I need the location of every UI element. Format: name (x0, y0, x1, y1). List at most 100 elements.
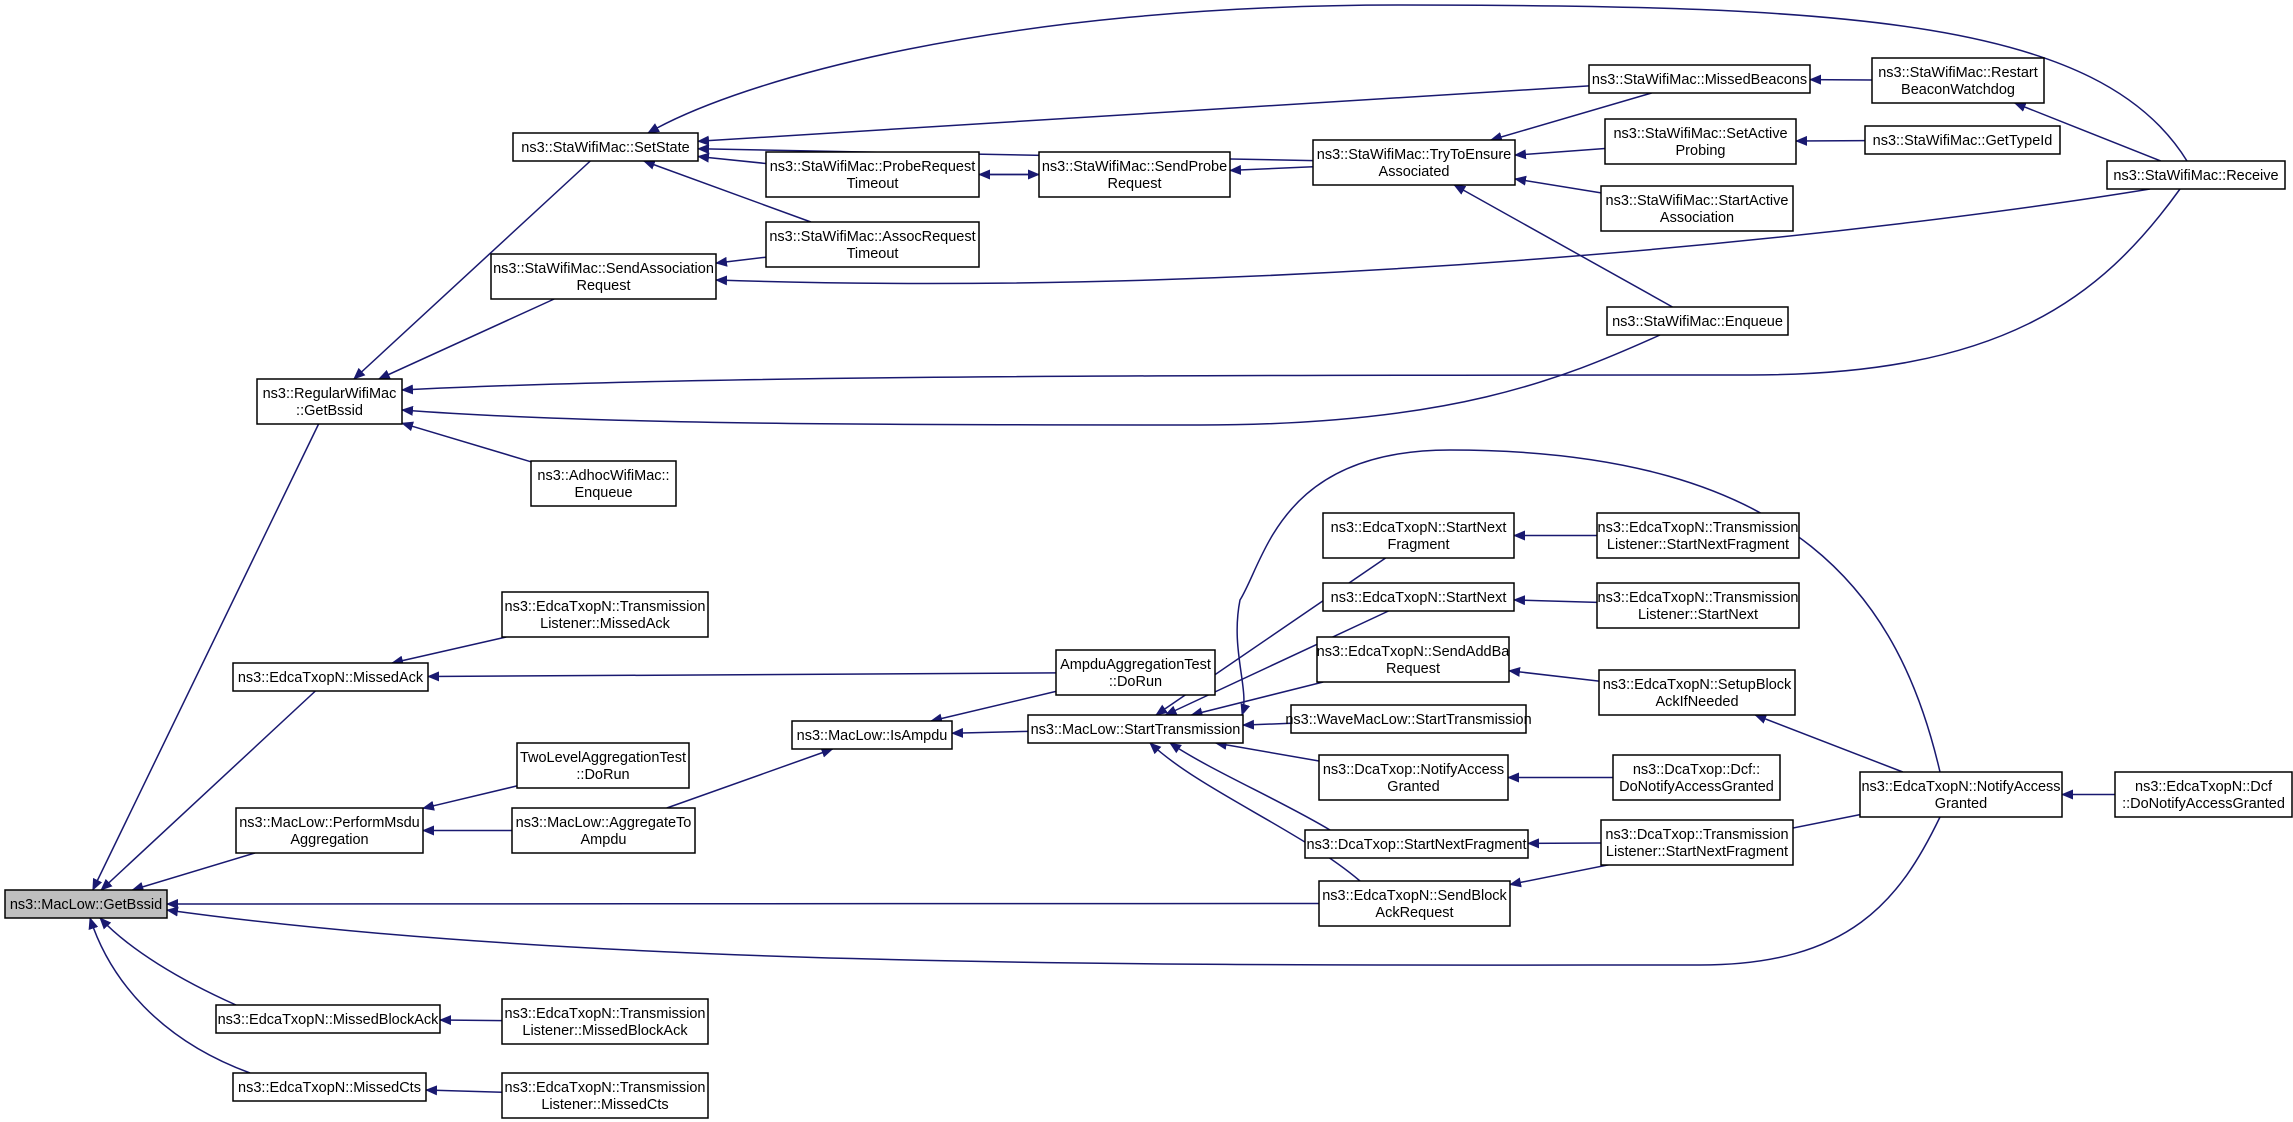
edge-tlMissedCts-to-missedCts (425, 1085, 503, 1096)
node-box (1596, 582, 1800, 629)
node-label: ::DoRun (576, 767, 629, 783)
node-tlStartNextFrag[interactable]: ns3::EdcaTxopN::TransmissionListener::St… (1596, 512, 1800, 559)
node-label: ns3::DcaTxop::NotifyAccess (1323, 762, 1504, 778)
node-box (490, 253, 717, 300)
node-box (1318, 754, 1509, 801)
node-setState[interactable]: ns3::StaWifiMac::SetState (512, 132, 699, 162)
node-label: ns3::EdcaTxopN::Transmission (505, 1080, 706, 1096)
node-edcaNotify[interactable]: ns3::EdcaTxopN::NotifyAccessGranted (1859, 771, 2063, 818)
edge-ampduRun-to-isAmpdu (930, 690, 1057, 724)
node-label: ns3::StaWifiMac::Receive (2113, 168, 2278, 184)
node-missedCts[interactable]: ns3::EdcaTxopN::MissedCts (232, 1072, 427, 1102)
node-tlStartNext[interactable]: ns3::EdcaTxopN::TransmissionListener::St… (1596, 582, 1800, 629)
node-label: Probing (1676, 143, 1726, 159)
node-label: Granted (1935, 796, 1987, 812)
node-startTx[interactable]: ns3::MacLow::StartTransmission (1027, 714, 1244, 744)
node-waveStartTx[interactable]: ns3::WaveMacLow::StartTransmission (1285, 704, 1532, 734)
node-label: ns3::EdcaTxopN::MissedAck (238, 670, 424, 686)
edge-tryEnsure-to-sendProbe (1229, 164, 1314, 175)
node-missedAck[interactable]: ns3::EdcaTxopN::MissedAck (232, 662, 429, 692)
node-box (1612, 754, 1781, 801)
node-label: ns3::EdcaTxopN::MissedBlockAck (218, 1012, 440, 1028)
node-adhocEnqueue[interactable]: ns3::AdhocWifiMac::Enqueue (530, 460, 677, 507)
node-tlMissedAck[interactable]: ns3::EdcaTxopN::TransmissionListener::Mi… (501, 591, 709, 638)
node-label: ns3::WaveMacLow::StartTransmission (1285, 712, 1531, 728)
node-root[interactable]: ns3::MacLow::GetBssid (4, 889, 168, 919)
node-box (256, 378, 403, 425)
node-ampduRun[interactable]: AmpduAggregationTest::DoRun (1055, 649, 1216, 696)
node-startNextFrag[interactable]: ns3::EdcaTxopN::StartNextFragment (1322, 512, 1515, 559)
edge-staEnqueue-to-tryEnsure (1453, 184, 1673, 308)
node-label: ns3::StaWifiMac::SetActive (1613, 126, 1787, 142)
node-layer: ns3::MacLow::GetBssid ns3::RegularWifiMac… (4, 57, 2293, 1119)
node-box (1038, 151, 1231, 198)
node-dcaNotify[interactable]: ns3::DcaTxop::NotifyAccessGranted (1318, 754, 1509, 801)
edge-startActiveAssoc-to-tryEnsure (1514, 175, 1602, 194)
edge-edcaNotify-to-startTx (1236, 449, 1941, 773)
node-twoLevelRun[interactable]: TwoLevelAggregationTest::DoRun (516, 742, 690, 789)
node-box (1304, 829, 1529, 859)
node-label: Associated (1379, 164, 1450, 180)
edge-ampduRun-to-missedAck (427, 671, 1057, 682)
edge-tlMissedBlockAck-to-missedBlockAck (439, 1015, 503, 1026)
node-box (1316, 636, 1510, 683)
node-receive[interactable]: ns3::StaWifiMac::Receive (2106, 160, 2286, 190)
node-dcaTlStartNextFrag[interactable]: ns3::DcaTxop::TransmissionListener::Star… (1600, 819, 1794, 866)
node-label: Request (1386, 661, 1440, 677)
edge-edcaNotify-to-root (166, 816, 1941, 966)
node-getTypeId[interactable]: ns3::StaWifiMac::GetTypeId (1864, 125, 2061, 155)
edge-missedBeacons-to-tryEnsure (1489, 92, 1652, 142)
node-box (516, 742, 690, 789)
node-label: Timeout (847, 176, 899, 192)
node-box (1604, 118, 1797, 165)
node-label: ns3::EdcaTxopN::SendAddBa (1317, 644, 1511, 660)
node-box (1864, 125, 2061, 155)
node-box (232, 1072, 427, 1102)
node-label: ::GetBssid (296, 403, 363, 419)
node-dcaStartNextFrag[interactable]: ns3::DcaTxop::StartNextFragment (1304, 829, 1529, 859)
node-missedBeacons[interactable]: ns3::StaWifiMac::MissedBeacons (1588, 64, 1811, 94)
edge-missedBeacons-to-setState (697, 85, 1590, 146)
node-label: ns3::EdcaTxopN::SetupBlock (1603, 677, 1792, 693)
node-missedBlockAck[interactable]: ns3::EdcaTxopN::MissedBlockAck (215, 1004, 441, 1034)
node-isAmpdu[interactable]: ns3::MacLow::IsAmpdu (791, 720, 953, 750)
node-box (1322, 512, 1515, 559)
node-tlMissedCts[interactable]: ns3::EdcaTxopN::TransmissionListener::Mi… (501, 1072, 709, 1119)
node-box (235, 807, 424, 854)
node-edcaDcfDoNotify[interactable]: ns3::EdcaTxopN::Dcf::DoNotifyAccessGrant… (2114, 771, 2293, 818)
node-regularGetBssid[interactable]: ns3::RegularWifiMac::GetBssid (256, 378, 403, 425)
node-tlMissedBlockAck[interactable]: ns3::EdcaTxopN::TransmissionListener::Mi… (501, 998, 709, 1045)
node-label: Enqueue (574, 485, 632, 501)
node-label: Listener::MissedBlockAck (522, 1023, 688, 1039)
node-dcfDoNotify[interactable]: ns3::DcaTxop::Dcf::DoNotifyAccessGranted (1612, 754, 1781, 801)
edge-aggregateToAmpdu-to-isAmpdu (666, 747, 834, 809)
node-box (2106, 160, 2286, 190)
edge-edcaNotify-to-setupBlockAck (1754, 714, 1904, 773)
node-label: Ampdu (581, 832, 627, 848)
node-box (501, 998, 709, 1045)
edge-receive-to-restartBeacon (2013, 102, 2161, 162)
node-label: ns3::DcaTxop::Transmission (1605, 827, 1788, 843)
node-staEnqueue[interactable]: ns3::StaWifiMac::Enqueue (1606, 306, 1789, 336)
node-box (1290, 704, 1527, 734)
node-label: DoNotifyAccessGranted (1619, 779, 1774, 795)
edge-performMsdu-to-root (131, 852, 256, 892)
node-startNext[interactable]: ns3::EdcaTxopN::StartNext (1322, 582, 1515, 612)
node-label: AmpduAggregationTest (1060, 657, 1211, 673)
node-label: ::DoRun (1109, 674, 1162, 690)
node-label: Listener::StartNextFragment (1607, 537, 1789, 553)
edge-sendBlockAck-to-startTx (1149, 742, 1361, 882)
